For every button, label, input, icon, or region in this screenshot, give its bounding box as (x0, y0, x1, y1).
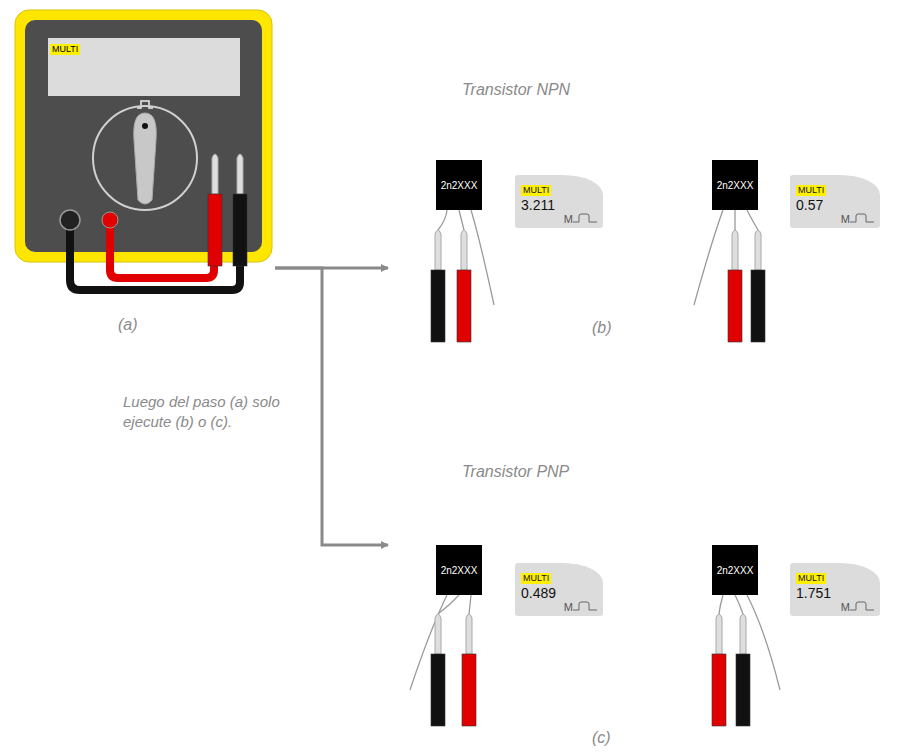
transistor: 2n2XXX (690, 155, 790, 345)
display-unit-row: M (521, 601, 597, 613)
pulse-symbol (573, 601, 597, 611)
meter-display: MULTI1.751M (790, 563, 880, 616)
npn-test-2 (694, 210, 758, 305)
part-number: 2n2XXX (717, 565, 754, 576)
transistor-body: 2n2XXX (712, 545, 758, 595)
pulse-symbol (850, 601, 874, 611)
transistor-body: 2n2XXX (712, 160, 758, 210)
part-number: 2n2XXX (441, 565, 478, 576)
reading-value: 3.211 (521, 197, 597, 213)
step-label: (a) (118, 315, 138, 335)
display-unit-row: M (796, 601, 874, 613)
reading-value: 0.489 (521, 585, 597, 601)
part-number: 2n2XXX (441, 180, 478, 191)
multimeter (15, 10, 272, 290)
transistor: 2n2XXX (690, 540, 790, 730)
branch-arrow (275, 268, 388, 545)
display-label: MULTI (796, 185, 826, 196)
display-header: MULTI (521, 179, 597, 197)
transistor: 2n2XXX (388, 540, 488, 730)
section-title: Transistor PNP (462, 462, 569, 482)
part-number: 2n2XXX (717, 180, 754, 191)
section-title: Transistor NPN (462, 80, 570, 100)
pulse-symbol (850, 213, 874, 223)
transistor-body: 2n2XXX (436, 160, 482, 210)
reading-value: 1.751 (796, 585, 874, 601)
step-label: (c) (592, 728, 611, 748)
transistor: 2n2XXX (388, 155, 488, 345)
instruction-note: Luego del paso (a) solo ejecute (b) o (c… (123, 392, 301, 432)
meter-display: MULTI0.57M (790, 175, 880, 228)
step-label: (b) (592, 318, 612, 338)
display-label: MULTI (521, 185, 551, 196)
unit-symbol: M (564, 601, 573, 613)
unit-symbol: M (564, 213, 573, 225)
display-unit-row: M (796, 213, 874, 225)
multimeter-body: MULTI (15, 10, 275, 295)
unit-symbol: M (841, 601, 850, 613)
unit-symbol: M (841, 213, 850, 225)
display-unit-row: M (521, 213, 597, 225)
screen-label: MULTI (50, 44, 80, 55)
meter-display: MULTI3.211M (515, 175, 603, 228)
transistor-body: 2n2XXX (436, 545, 482, 595)
meter-display: MULTI0.489M (515, 563, 603, 616)
display-header: MULTI (521, 567, 597, 585)
display-label: MULTI (796, 573, 826, 584)
pulse-symbol (573, 213, 597, 223)
reading-value: 0.57 (796, 197, 874, 213)
display-header: MULTI (796, 179, 874, 197)
display-label: MULTI (521, 573, 551, 584)
display-header: MULTI (796, 567, 874, 585)
